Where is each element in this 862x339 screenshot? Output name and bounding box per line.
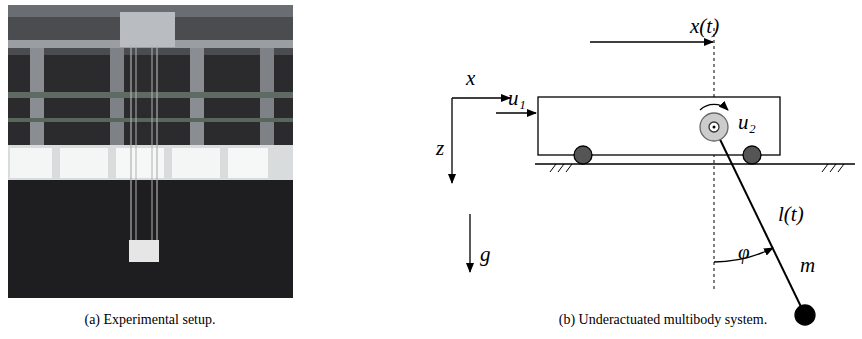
gravity-label: g xyxy=(480,244,491,265)
cart-pendulum xyxy=(452,28,855,325)
photo xyxy=(8,5,293,298)
axis-label: z xyxy=(436,138,444,159)
mass-label: m xyxy=(800,255,815,276)
input-label: u₁ xyxy=(508,88,526,109)
input-label: u₂ xyxy=(738,112,756,133)
angle-label: φ xyxy=(738,242,750,263)
subcaption: (a) Experimental setup. xyxy=(84,313,215,327)
axis-label: x xyxy=(466,68,475,89)
position-label: x(t) xyxy=(690,16,719,37)
subcaption: (b) Underactuated multibody system. xyxy=(559,313,767,327)
length-label: l(t) xyxy=(778,204,804,225)
